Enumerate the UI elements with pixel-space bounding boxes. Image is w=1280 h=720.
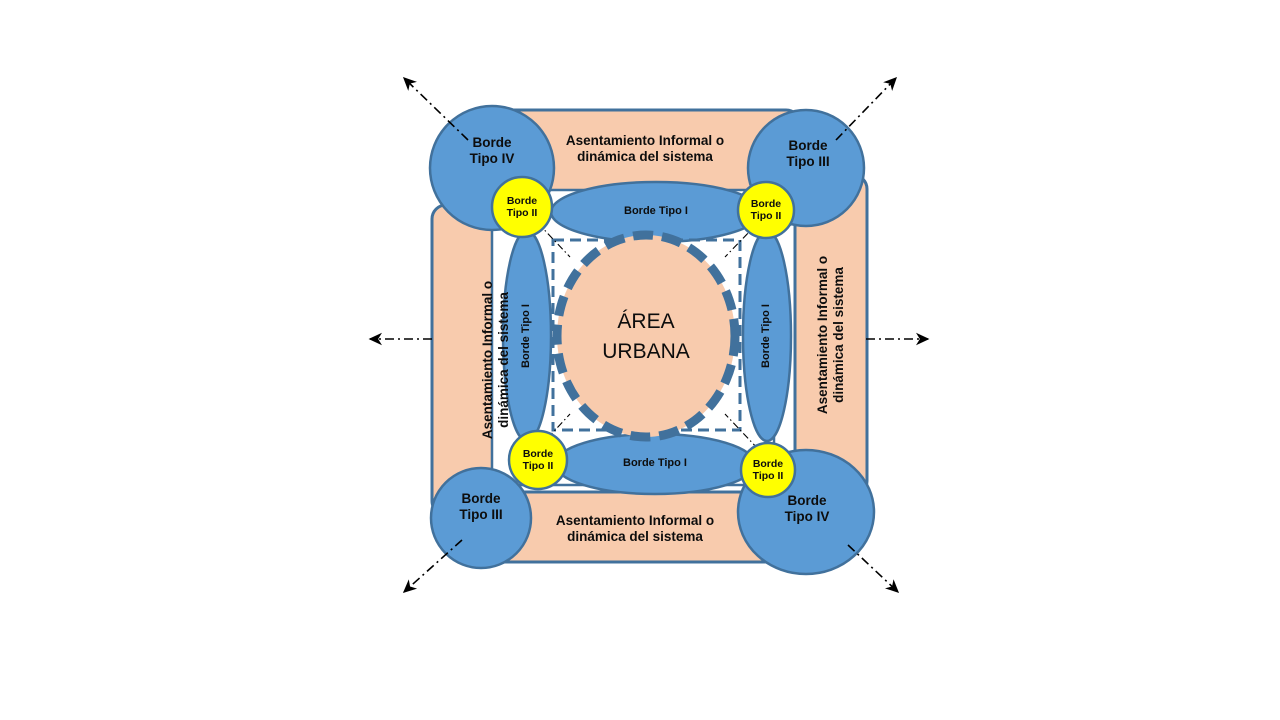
diagonal-connectors xyxy=(517,201,779,471)
connector-sw xyxy=(517,413,571,471)
borde-ii-bottom-right-shape xyxy=(739,441,797,499)
borde-i-left-shape xyxy=(501,229,553,443)
borde-i-top-shape xyxy=(549,180,763,244)
arrow-bottom-right xyxy=(847,544,900,593)
borde-tipo-i-group xyxy=(501,180,793,496)
borde-ii-top-right-shape xyxy=(736,180,796,240)
borde-ii-bottom-left-shape xyxy=(507,429,569,491)
borde-i-bottom-shape xyxy=(553,432,757,496)
borde-tipo-ii-group xyxy=(490,175,797,499)
borde-ii-top-left-shape xyxy=(490,175,554,239)
connector-nw xyxy=(517,201,571,258)
arrow-top-left xyxy=(402,76,469,141)
borde-i-right-shape xyxy=(741,229,793,443)
connector-se xyxy=(724,413,779,471)
connector-ne xyxy=(724,201,779,258)
arrow-bottom-left xyxy=(402,539,463,593)
corner-bottom-left-shape xyxy=(429,466,533,570)
area-urbana-circle xyxy=(552,230,740,442)
arrow-top-right xyxy=(835,76,898,141)
outer-arrow-group xyxy=(368,76,930,593)
corner-circle-group xyxy=(428,104,876,576)
